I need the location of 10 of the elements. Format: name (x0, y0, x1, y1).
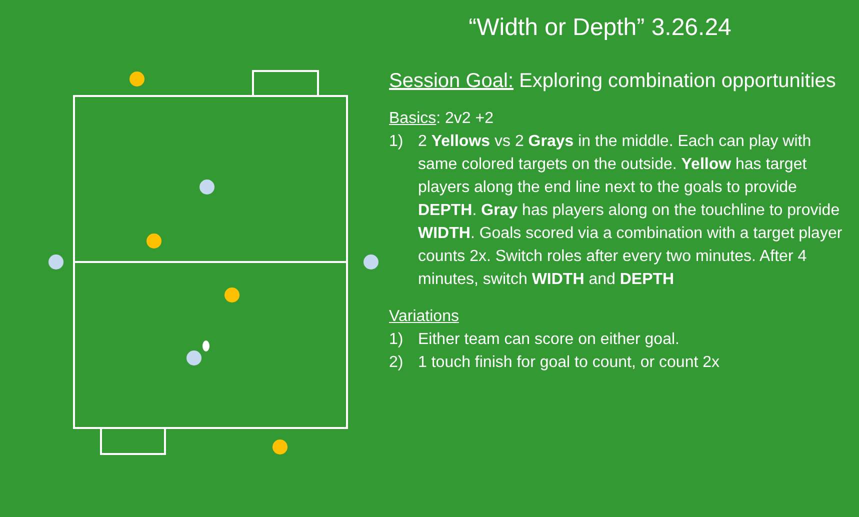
basics-heading: Basics: 2v2 +2 (389, 109, 494, 129)
list-number: 1) (389, 330, 404, 350)
session-goal: Session Goal: Exploring combination opportunities (389, 69, 837, 94)
list-number: 1) (389, 132, 404, 152)
description-text: 2 Yellows vs 2 Grays in the middle. Each can play with same colored targets on the outside. Yellow has target players along the end line next to the goals to provide DEPTH. Gray has players along on the touchline to provide WIDTH. Goals scored via a combination with a target player counts 2x. Switch roles after every two minutes. After 4 minutes, switch WIDTH and DEPTH (418, 132, 844, 290)
variation-text: Either team can score on either goal. (418, 330, 680, 350)
variations-heading: Variations (389, 308, 459, 325)
list-number: 2) (389, 353, 404, 373)
title: “Width or Depth” 3.26.24 (468, 14, 732, 42)
variation-text: 1 touch finish for goal to count, or count 2x (418, 353, 721, 373)
